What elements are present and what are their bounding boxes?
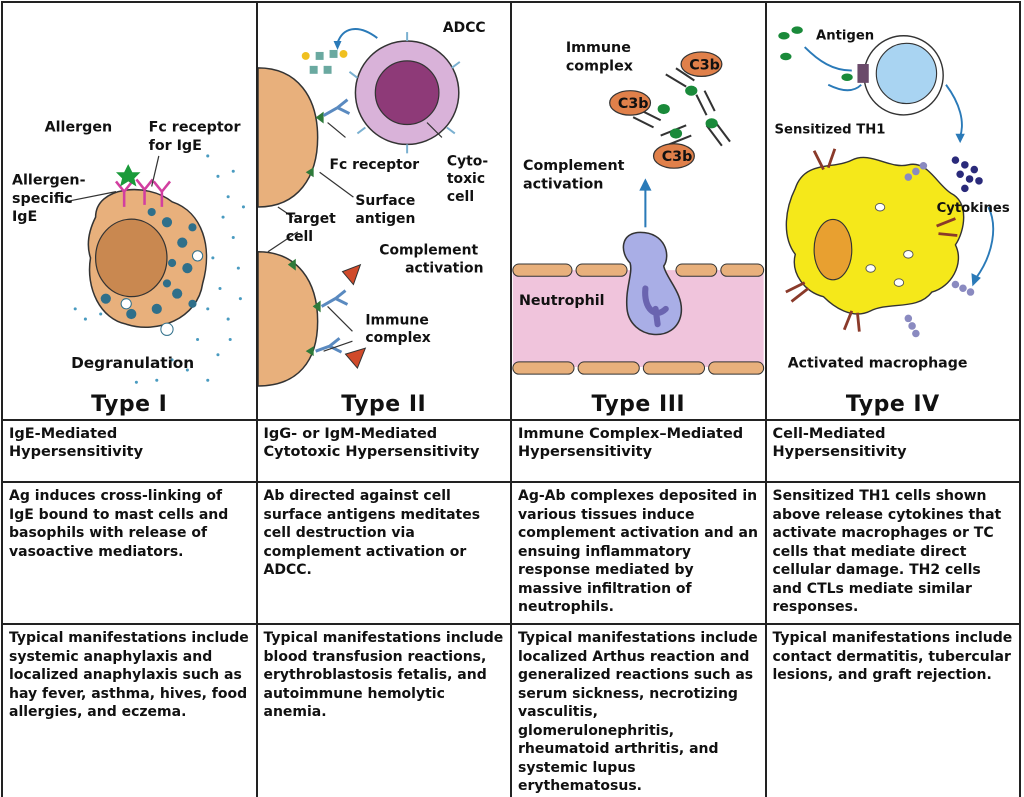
c3b-badges: C3b C3b C3b — [609, 51, 723, 169]
label-complement-iii-1: Complement — [523, 158, 625, 174]
igg-antibodies — [314, 98, 350, 354]
label-cyto-1: Cyto- — [446, 153, 487, 169]
complement-upper — [341, 263, 361, 286]
type-iv-manifestations: Typical manifestations include contact d… — [764, 623, 1021, 797]
label-fc-receptor-ii: Fc receptor — [329, 157, 419, 173]
type-ii-label: Type II — [341, 392, 427, 417]
label-complement-1: Complement — [379, 243, 478, 259]
label-immune-iii-1: Immune — [566, 40, 631, 56]
mast-cell-nucleus — [94, 218, 168, 298]
type-iii-label: Type III — [591, 392, 686, 417]
illustration-row: Allergen Fc receptor for IgE Allergen- s… — [1, 1, 1021, 421]
label-antigen: Antigen — [815, 29, 873, 44]
label-complement-iii-2: activation — [523, 177, 603, 193]
label-allergen-specific-2: specific — [12, 191, 73, 207]
th1-nucleus — [875, 42, 937, 105]
label-immune-iii-2: complex — [566, 58, 633, 74]
label-fc-receptor: Fc receptor — [149, 119, 241, 135]
neutrophil — [622, 231, 683, 336]
label-target-1: Target — [285, 211, 335, 227]
type-iii-title: Immune Complex–Mediated Hypersensitivity — [510, 419, 767, 483]
type-i-diagram: Allergen Fc receptor for IgE Allergen- s… — [12, 119, 245, 384]
type-i-description: Ag induces cross-linking of IgE bound to… — [1, 481, 258, 625]
type-ii-diagram: ADCC Fc receptor Cyto- toxic cell Surfac… — [257, 20, 488, 387]
neutrophil-nucleus — [642, 285, 669, 328]
macrophage-nucleus — [813, 218, 852, 281]
cytotoxic-granules — [301, 49, 347, 74]
label-immune-1: Immune — [365, 312, 428, 328]
fc-receptors — [348, 32, 460, 154]
manifestations-row: Typical manifestations include systemic … — [1, 623, 1021, 797]
label-adcc: ADCC — [442, 20, 485, 36]
cytokines — [951, 156, 983, 193]
description-row: Ag induces cross-linking of IgE bound to… — [1, 481, 1021, 625]
type-iii-manifestations: Typical manifestations include localized… — [510, 623, 767, 797]
type-iii-description: Ag-Ab complexes deposited in various tis… — [510, 481, 767, 625]
type-iv-title: Cell-Mediated Hypersensitivity — [764, 419, 1021, 483]
type-ii-illustration: ADCC Fc receptor Cyto- toxic cell Surfac… — [255, 1, 512, 421]
endothelium — [512, 263, 765, 375]
type-i-manifestations: Typical manifestations include systemic … — [1, 623, 258, 797]
type-ii-description: Ab directed against cell surface antigen… — [255, 481, 512, 625]
type-iii-diagram: C3b C3b C3b Immune complex Complement ac… — [512, 40, 765, 375]
type-i-label: Type I — [91, 392, 168, 417]
adcc-arrow — [336, 28, 378, 44]
type-ii-title: IgG- or IgM-Mediated Cytotoxic Hypersens… — [255, 419, 512, 483]
label-degranulation: Degranulation — [71, 354, 194, 372]
type-i-title: IgE-Mediated Hypersensitivity — [1, 419, 258, 483]
antigens-iv — [777, 26, 853, 81]
allergen-icon — [115, 164, 141, 187]
c3b-2: C3b — [618, 96, 649, 112]
cytokine-receptors — [904, 162, 974, 338]
macrophage-receptors — [784, 148, 957, 332]
label-surface-2: antigen — [355, 211, 415, 227]
target-cell-upper — [257, 67, 318, 208]
c3b-1: C3b — [689, 57, 720, 73]
type-iv-label: Type IV — [845, 392, 940, 417]
complement-lower — [344, 347, 366, 370]
c3b-3: C3b — [662, 149, 693, 165]
label-allergen-specific-1: Allergen- — [12, 172, 86, 188]
label-allergen: Allergen — [45, 119, 113, 135]
antigens-iii — [657, 85, 718, 139]
surface-antigens — [287, 111, 324, 357]
releasing-granules — [120, 250, 204, 336]
label-surface-1: Surface — [355, 193, 415, 209]
target-cell-lower — [257, 251, 318, 387]
cytotoxic-cell-nucleus — [374, 60, 440, 126]
label-for-ige: for IgE — [149, 138, 202, 154]
label-allergen-specific-3: IgE — [12, 209, 37, 225]
label-immune-2: complex — [365, 330, 430, 346]
type-ii-manifestations: Typical manifestations include blood tra… — [255, 623, 512, 797]
label-neutrophil: Neutrophil — [519, 293, 605, 309]
macrophage-vacuoles — [864, 202, 914, 287]
label-cyto-2: toxic — [446, 171, 484, 187]
type-iv-description: Sensitized TH1 cells shown above release… — [764, 481, 1021, 625]
type-iii-illustration: C3b C3b C3b Immune complex Complement ac… — [510, 1, 767, 421]
title-row: IgE-Mediated Hypersensitivity IgG- or Ig… — [1, 419, 1021, 483]
released-mediators — [73, 154, 245, 384]
type-iv-diagram: Antigen Sensitized TH1 Cytokines Activat… — [774, 26, 1009, 371]
label-cyto-3: cell — [446, 189, 473, 205]
type-i-illustration: Allergen Fc receptor for IgE Allergen- s… — [1, 1, 258, 421]
activated-macrophage — [785, 156, 964, 315]
label-sensitized: Sensitized TH1 — [774, 123, 885, 138]
label-complement-2: activation — [405, 261, 483, 277]
label-cytokines: Cytokines — [936, 201, 1009, 216]
ige-antibodies — [114, 178, 172, 207]
label-activated: Activated macrophage — [787, 355, 967, 371]
tcr — [856, 64, 869, 83]
granules — [100, 207, 197, 320]
label-target-2: cell — [285, 229, 312, 245]
type-iv-illustration: Antigen Sensitized TH1 Cytokines Activat… — [764, 1, 1021, 421]
